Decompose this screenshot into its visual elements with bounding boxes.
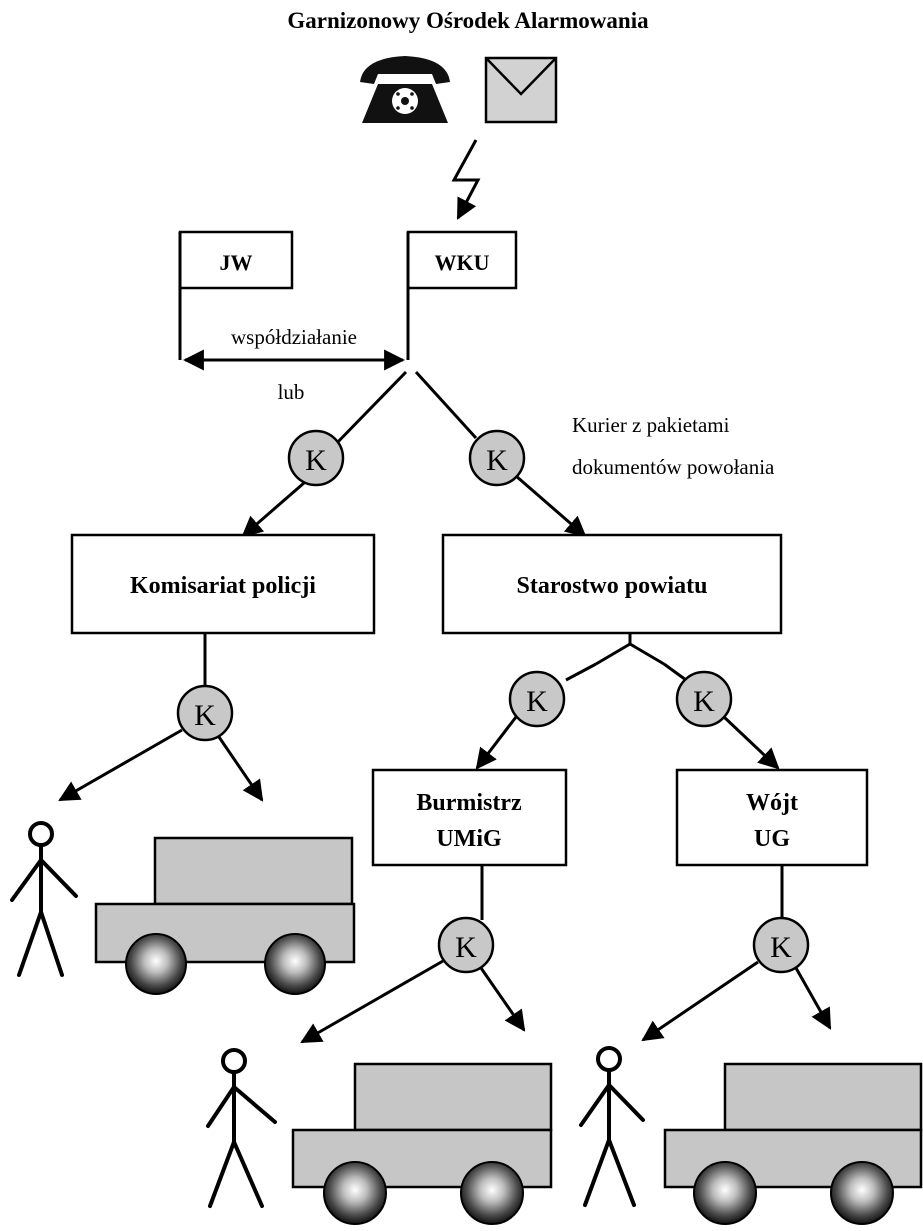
branch-line <box>663 662 687 682</box>
jw-label: JW <box>220 250 253 275</box>
branch-line <box>414 370 478 440</box>
courier-node: K <box>508 670 566 728</box>
vehicle-icon <box>663 1062 923 1225</box>
branch-arrow <box>217 736 264 802</box>
branch-arrow <box>300 959 444 1044</box>
courier-node: K <box>287 429 345 487</box>
county-office-label: Starostwo powiatu <box>517 573 708 599</box>
branch-line <box>629 642 665 666</box>
courier-symbol: K <box>305 444 327 477</box>
courier-symbol: K <box>693 685 715 718</box>
jw-box: JW <box>178 230 294 360</box>
person-figure <box>206 1048 277 1208</box>
mayor-office-box: Burmistrz UMiG <box>371 768 568 867</box>
person-figure <box>579 1046 645 1207</box>
envelope-icon <box>484 56 558 124</box>
branch-arrow <box>241 474 313 538</box>
courier-node: K <box>437 916 495 974</box>
person-figure <box>10 821 78 977</box>
or-label: lub <box>278 380 305 404</box>
branch-arrow <box>479 967 526 1032</box>
wku-box: WKU <box>406 230 518 360</box>
branch-line <box>330 370 408 450</box>
courier-node: K <box>176 684 234 742</box>
courier-node: K <box>752 916 810 974</box>
vehicle-icon <box>291 1062 553 1225</box>
police-station-box: Komisariat policji <box>70 533 376 635</box>
branch-arrow <box>515 474 587 538</box>
branch-line <box>565 662 597 682</box>
branch-line <box>595 642 631 666</box>
commune-head-label-line2: UG <box>754 826 790 852</box>
commune-head-box: Wójt UG <box>675 768 869 867</box>
courier-symbol: K <box>526 685 548 718</box>
mayor-office-label-line1: Burmistrz <box>416 790 522 816</box>
lightning-icon <box>451 139 481 220</box>
vehicle-icon <box>94 836 356 995</box>
branch-arrow <box>722 715 780 770</box>
courier-symbol: K <box>455 931 477 964</box>
police-station-label: Komisariat policji <box>130 573 316 599</box>
courier-node: K <box>675 670 733 728</box>
branch-arrow <box>475 716 518 770</box>
county-office-box: Starostwo powiatu <box>441 533 783 635</box>
courier-symbol: K <box>486 444 508 477</box>
branch-arrow <box>58 728 183 802</box>
wku-label: WKU <box>435 250 490 275</box>
telephone-icon <box>360 56 450 123</box>
courier-description-line2: dokumentów powołania <box>572 455 775 479</box>
branch-arrow <box>641 960 759 1042</box>
cooperation-label: współdziałanie <box>231 325 357 349</box>
courier-symbol: K <box>194 699 216 732</box>
branch-arrow <box>794 967 832 1030</box>
courier-node: K <box>468 429 526 487</box>
commune-head-label-line1: Wójt <box>746 790 798 816</box>
mayor-office-label-line2: UMiG <box>436 826 502 852</box>
courier-description-line1: Kurier z pakietami <box>572 413 730 437</box>
diagram-title: Garnizonowy Ośrodek Alarmowania <box>287 8 649 33</box>
courier-symbol: K <box>770 931 792 964</box>
